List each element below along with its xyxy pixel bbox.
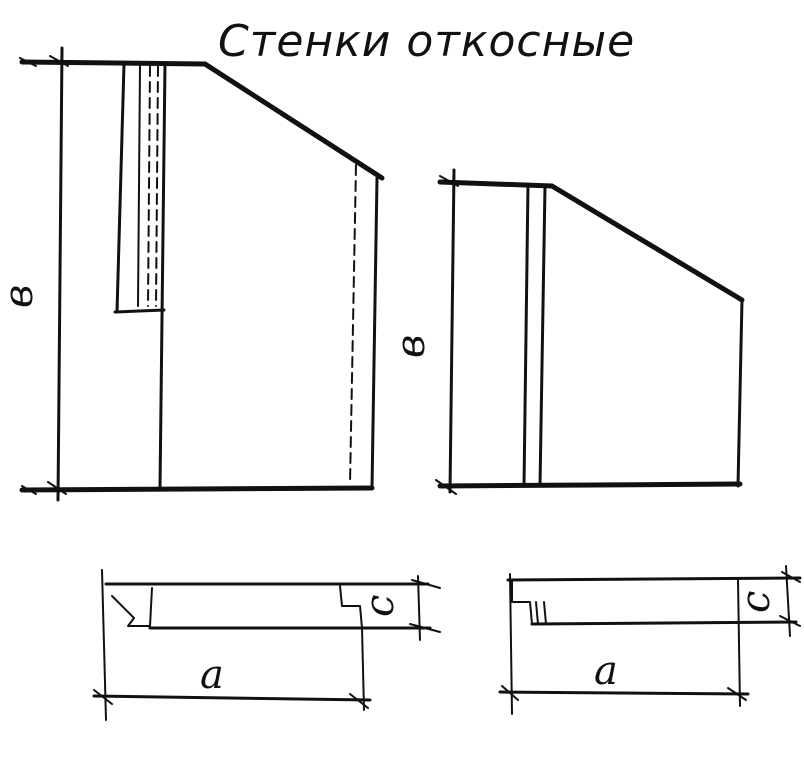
left-wall-left-edge xyxy=(56,46,64,502)
left-plan-thickness-ticks xyxy=(409,579,441,633)
right-plan-notch xyxy=(511,579,547,625)
left-wall-top-edge xyxy=(19,59,208,67)
left-wall-slot-inner xyxy=(158,62,167,490)
right-plan-ext-right xyxy=(737,579,741,707)
left-wall-dim-ticks xyxy=(19,55,69,495)
left-wall-slot-outer xyxy=(115,62,126,314)
right-width-label: а xyxy=(594,648,618,694)
right-wall-dim-ticks xyxy=(435,175,459,495)
left-plan-ext-right xyxy=(361,627,365,711)
right-wall-slope-edge xyxy=(549,183,745,303)
left-plan-dim-ticks xyxy=(93,689,369,709)
right-plan-view xyxy=(498,565,802,715)
right-wall-elevation xyxy=(435,168,745,495)
left-wall-slot-dash-2 xyxy=(155,65,159,307)
left-wall-hidden-line xyxy=(349,164,357,485)
right-wall-right-edge xyxy=(736,298,744,488)
right-plan-dim-line xyxy=(498,690,750,696)
right-thickness-label: с xyxy=(733,591,779,613)
left-thickness-label: с xyxy=(357,595,403,617)
right-wall-slot-line-2 xyxy=(538,184,547,488)
left-plan-dim-line xyxy=(92,694,372,702)
left-wall-slot-dash-1 xyxy=(147,65,151,307)
right-plan-thickness-ticks xyxy=(779,571,801,627)
right-plan-bottom-edge xyxy=(530,620,798,626)
right-plan-thickness-ext xyxy=(785,565,791,637)
drawing-title: Стенки откосные xyxy=(218,16,635,67)
left-wall-bottom-edge xyxy=(19,485,375,493)
left-wall-elevation xyxy=(19,46,385,502)
right-plan-top-edge xyxy=(506,576,802,582)
left-wall-slot-bottom xyxy=(113,308,166,314)
left-width-label: а xyxy=(200,652,224,698)
right-wall-slot-line-1 xyxy=(522,182,530,488)
left-wall-slot-line xyxy=(137,65,141,307)
left-plan-notch-right xyxy=(339,585,363,629)
right-wall-left-edge xyxy=(448,168,456,494)
right-height-label: в xyxy=(388,335,434,358)
right-wall-top-edge xyxy=(437,179,555,189)
left-plan-thickness-ext xyxy=(417,575,421,641)
left-height-label: в xyxy=(0,285,42,308)
left-plan-notch-left xyxy=(111,587,153,627)
right-wall-bottom-edge xyxy=(437,481,743,489)
left-wall-right-edge xyxy=(370,176,379,490)
left-wall-slope-edge xyxy=(202,61,385,181)
left-plan-view xyxy=(92,569,441,721)
right-plan-dim-ticks xyxy=(501,685,747,701)
